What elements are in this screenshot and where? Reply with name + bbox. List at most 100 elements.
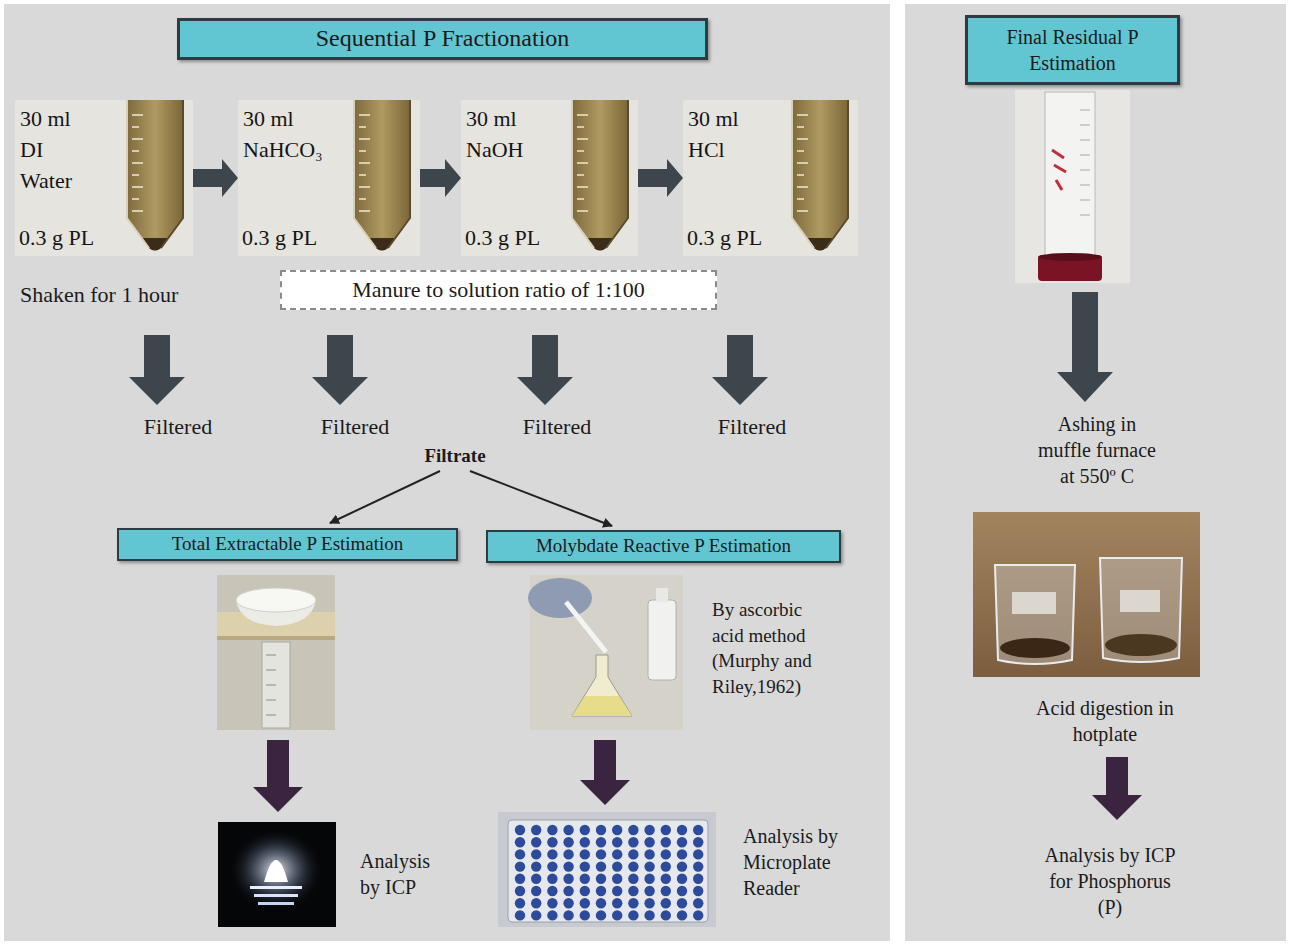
funnel-photo bbox=[217, 636, 335, 640]
panel bbox=[905, 4, 1286, 941]
plate-well bbox=[531, 910, 541, 920]
microplate-photo bbox=[498, 812, 716, 927]
residue-tube-photo bbox=[1080, 110, 1090, 111]
plate-well bbox=[563, 874, 573, 884]
plate-well bbox=[661, 849, 671, 859]
plate-well bbox=[661, 874, 671, 884]
filter-step-label: Filtered bbox=[492, 413, 622, 442]
plate-well bbox=[531, 886, 541, 896]
residue-tube-photo bbox=[1080, 155, 1090, 156]
plate-well bbox=[677, 874, 687, 884]
purple-arrow bbox=[580, 740, 630, 805]
filter-step-label: Filtered bbox=[687, 413, 817, 442]
icp-photo bbox=[218, 822, 336, 927]
beaker-photo bbox=[995, 565, 1075, 664]
residue-tube-photo bbox=[1080, 125, 1090, 126]
block-arrow bbox=[420, 159, 461, 197]
plate-well bbox=[531, 837, 541, 847]
plate-well bbox=[612, 837, 622, 847]
plate-well bbox=[661, 898, 671, 908]
tube-photo bbox=[127, 100, 183, 251]
down-arrow bbox=[1057, 292, 1113, 402]
plate-well bbox=[596, 898, 606, 908]
purple-arrow bbox=[253, 740, 303, 812]
icp-photo bbox=[258, 902, 294, 905]
plate-well bbox=[515, 861, 525, 871]
plate-well bbox=[596, 886, 606, 896]
block-arrow bbox=[638, 159, 683, 197]
node-text: 30 ml HCl bbox=[688, 104, 776, 166]
plate-well bbox=[628, 898, 638, 908]
residue-tube-photo bbox=[1080, 140, 1090, 141]
plate-well bbox=[515, 886, 525, 896]
tube-photo bbox=[461, 100, 638, 256]
node-text: 0.3 g PL bbox=[465, 223, 540, 254]
node-text: 30 ml NaOH bbox=[466, 104, 554, 166]
plate-well bbox=[628, 837, 638, 847]
sample-tube: 30 ml DI Water0.3 g PL bbox=[15, 100, 193, 256]
funnel-photo bbox=[266, 715, 276, 716]
beaker-photo bbox=[1100, 558, 1182, 662]
plate-well bbox=[661, 825, 671, 835]
down-arrow bbox=[312, 335, 368, 405]
residue-tube-photo bbox=[1080, 170, 1090, 171]
beaker-photo bbox=[1012, 592, 1056, 614]
node-text: Final Residual P Estimation bbox=[980, 24, 1165, 76]
pipette-photo bbox=[528, 578, 592, 618]
plate-well bbox=[515, 825, 704, 921]
plate-well bbox=[515, 898, 525, 908]
plate-well bbox=[693, 910, 703, 920]
pipette-photo bbox=[572, 696, 632, 716]
purple-arrow bbox=[253, 740, 1142, 820]
plate-well bbox=[644, 910, 654, 920]
plate-well bbox=[628, 849, 638, 859]
plate-well bbox=[563, 825, 573, 835]
sample-tube: 30 ml NaOH 0.3 g PL bbox=[461, 100, 638, 256]
icp-photo bbox=[218, 822, 336, 927]
down-arrow bbox=[712, 335, 768, 405]
plate-well bbox=[644, 861, 654, 871]
plate-well bbox=[580, 886, 590, 896]
method-note: By ascorbic acid method (Murphy and Rile… bbox=[712, 597, 830, 700]
plate-well bbox=[563, 898, 573, 908]
plate-well bbox=[596, 849, 606, 859]
funnel-photo bbox=[266, 655, 276, 656]
microplate-photo bbox=[508, 820, 708, 922]
plate-well bbox=[547, 849, 557, 859]
plate-well bbox=[580, 898, 590, 908]
plate-well bbox=[515, 849, 525, 859]
pipette-photo bbox=[528, 575, 683, 730]
icp-photo bbox=[250, 886, 302, 889]
funnel-photo bbox=[217, 575, 335, 730]
plate-well bbox=[547, 910, 557, 920]
plate-well bbox=[547, 874, 557, 884]
step-note: Acid digestion in hotplate bbox=[1016, 695, 1194, 747]
tube-photo bbox=[15, 100, 193, 256]
pipette-photo bbox=[648, 600, 676, 680]
purple-arrow bbox=[1092, 757, 1142, 820]
beaker-photo bbox=[1120, 590, 1160, 612]
funnel-photo bbox=[217, 575, 335, 730]
plate-well bbox=[596, 874, 606, 884]
microplate-photo bbox=[498, 812, 716, 927]
title-box: Final Residual P Estimation bbox=[965, 15, 1180, 85]
plate-well bbox=[644, 874, 654, 884]
icp-photo bbox=[254, 894, 298, 897]
plate-well bbox=[628, 886, 638, 896]
plate-well bbox=[547, 886, 557, 896]
split-line bbox=[330, 471, 612, 526]
node-text: Sequential P Fractionation bbox=[316, 23, 570, 54]
funnel-photo bbox=[236, 588, 316, 612]
residue-tube-photo bbox=[1052, 150, 1066, 190]
down-arrow bbox=[129, 335, 185, 405]
sample-tube: 30 ml HCl0.3 g PL bbox=[683, 100, 858, 256]
plate-well bbox=[515, 874, 525, 884]
plate-well bbox=[531, 825, 541, 835]
icp-photo bbox=[228, 828, 324, 912]
plate-well bbox=[547, 898, 557, 908]
step-note: Ashing in muffle furnace at 550º C bbox=[1032, 411, 1162, 489]
plate-well bbox=[677, 849, 687, 859]
residue-tube-photo bbox=[1038, 253, 1102, 261]
plate-well bbox=[612, 849, 622, 859]
